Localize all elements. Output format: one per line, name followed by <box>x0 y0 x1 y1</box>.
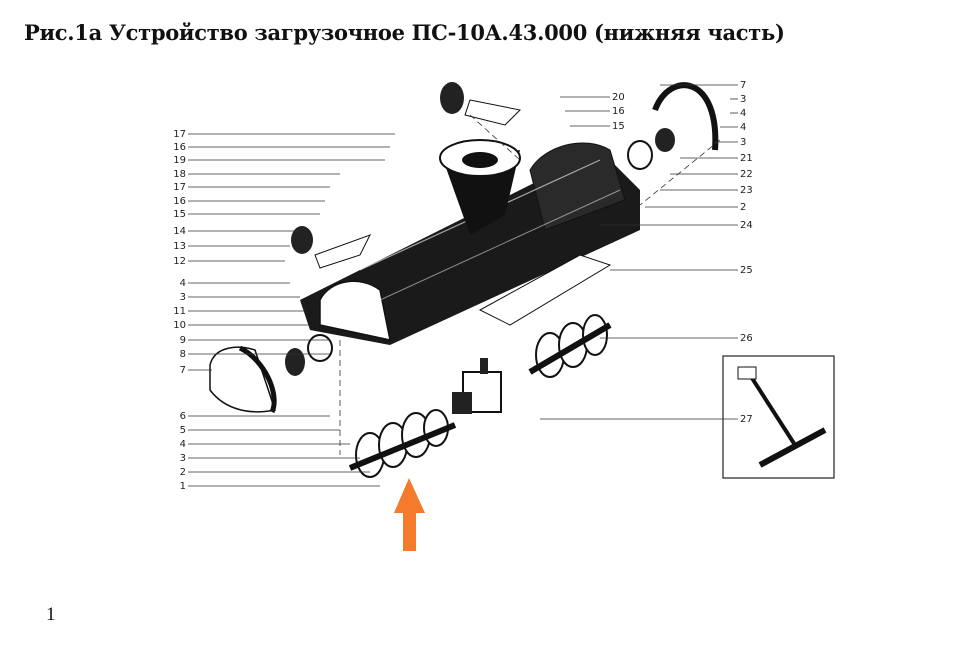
diagram-right_labels-12: 27 <box>740 414 753 425</box>
diagram-left_labels-15: 8 <box>180 349 186 360</box>
diagram-right_labels-11: 26 <box>740 333 753 344</box>
diagram-left_labels-14: 9 <box>180 335 186 346</box>
diagram-top_labels-0: 20 <box>612 92 625 103</box>
diagram-left_labels-16: 7 <box>180 365 186 376</box>
diagram-left_labels-20: 3 <box>180 453 186 464</box>
inset-overview <box>722 355 835 479</box>
diagram-left_labels-1: 16 <box>173 142 186 153</box>
diagram-right_labels-6: 22 <box>740 169 753 180</box>
diagram-left_labels-7: 14 <box>173 226 186 237</box>
diagram-left_labels-4: 17 <box>173 182 186 193</box>
diagram-left_labels-3: 18 <box>173 169 186 180</box>
assembly-drawing <box>209 82 721 478</box>
diagram-right_labels-0: 7 <box>740 80 746 91</box>
diagram-top_labels-1: 16 <box>612 106 625 117</box>
diagram-left_labels-6: 15 <box>173 209 186 220</box>
diagram-right_labels-3: 4 <box>740 122 746 133</box>
diagram-left_labels-12: 11 <box>173 306 186 317</box>
diagram-right_labels-9: 24 <box>740 220 753 231</box>
diagram-right_labels-5: 21 <box>740 153 753 164</box>
diagram-left_labels-13: 10 <box>173 320 186 331</box>
diagram-top_labels-2: 15 <box>612 121 625 132</box>
diagram-left_labels-18: 5 <box>180 425 186 436</box>
figure-title: Рис.1а Устройство загрузочное ПС-10А.43.… <box>24 20 785 45</box>
diagram-right_labels-8: 2 <box>740 202 746 213</box>
diagram-left_labels-2: 19 <box>173 155 186 166</box>
diagram-left_labels-8: 13 <box>173 241 186 252</box>
diagram-right_labels-2: 4 <box>740 108 746 119</box>
highlight-arrow <box>394 478 425 551</box>
diagram-left_labels-22: 1 <box>180 481 186 492</box>
diagram-left_labels-5: 16 <box>173 196 186 207</box>
diagram-left_labels-21: 2 <box>180 467 186 478</box>
diagram-left_labels-0: 17 <box>173 129 186 140</box>
diagram-right_labels-7: 23 <box>740 185 753 196</box>
diagram-right_labels-1: 3 <box>740 94 746 105</box>
diagram-right_labels-4: 3 <box>740 137 746 148</box>
diagram-right_labels-10: 25 <box>740 265 753 276</box>
page-number: 1 <box>46 604 56 625</box>
diagram-left_labels-9: 12 <box>173 256 186 267</box>
diagram-left_labels-19: 4 <box>180 439 186 450</box>
diagram-left_labels-11: 3 <box>180 292 186 303</box>
diagram-left_labels-17: 6 <box>180 411 186 422</box>
diagram-left_labels-10: 4 <box>180 278 186 289</box>
